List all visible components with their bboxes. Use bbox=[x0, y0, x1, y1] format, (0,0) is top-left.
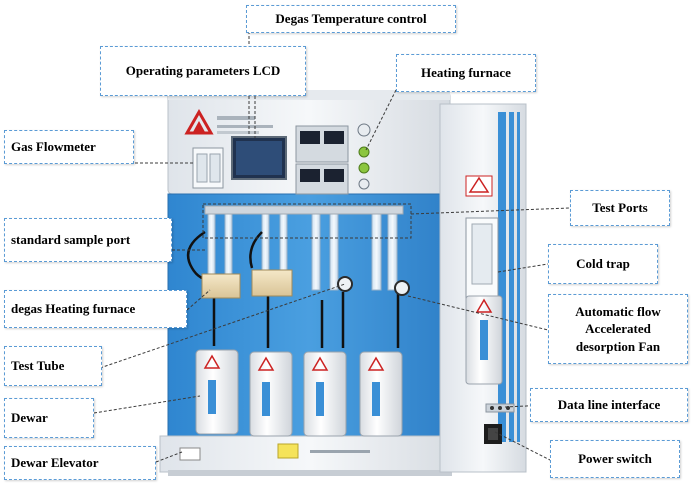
dewar-flasks bbox=[195, 349, 403, 437]
label-standard-sample-port-text: standard sample port bbox=[11, 232, 131, 248]
label-dewar: Dewar bbox=[4, 398, 94, 438]
operating-parameters-lcd-screen bbox=[231, 136, 287, 180]
label-automatic-flow-fan: Automatic flow Accelerated desorption Fa… bbox=[548, 294, 688, 364]
rear-io-panel bbox=[484, 403, 515, 444]
label-dewar-elevator-text: Dewar Elevator bbox=[11, 455, 99, 471]
label-degas-heating-furnace-text: degas Heating furnace bbox=[11, 301, 136, 317]
cold-trap-unit bbox=[465, 217, 503, 385]
label-degas-heating-furnace: degas Heating furnace bbox=[4, 290, 187, 328]
label-data-line-interface-text: Data line interface bbox=[557, 397, 661, 413]
label-standard-sample-port: standard sample port bbox=[4, 218, 172, 262]
label-heating-furnace-text: Heating furnace bbox=[421, 65, 511, 81]
label-automatic-flow-line2: Accelerated bbox=[585, 321, 651, 337]
dewar-elevator-base bbox=[179, 443, 370, 461]
label-degas-temperature-control-text: Degas Temperature control bbox=[275, 11, 427, 27]
label-cold-trap-text: Cold trap bbox=[576, 256, 630, 272]
label-operating-parameters-lcd-text: Operating parameters LCD bbox=[125, 63, 281, 79]
label-test-ports-text: Test Ports bbox=[592, 200, 648, 216]
label-power-switch: Power switch bbox=[550, 440, 680, 478]
label-automatic-flow-line1: Automatic flow bbox=[575, 303, 661, 319]
label-gas-flowmeter: Gas Flowmeter bbox=[4, 130, 134, 164]
label-degas-temperature-control: Degas Temperature control bbox=[246, 5, 456, 33]
label-test-tube-text: Test Tube bbox=[11, 358, 65, 374]
gas-flowmeter-panel bbox=[192, 147, 224, 189]
label-power-switch-text: Power switch bbox=[578, 451, 652, 467]
degas-temperature-controllers bbox=[295, 125, 349, 195]
brand-logo bbox=[184, 108, 273, 135]
label-dewar-elevator: Dewar Elevator bbox=[4, 446, 156, 480]
label-dewar-text: Dewar bbox=[11, 410, 48, 426]
label-cold-trap: Cold trap bbox=[548, 244, 658, 284]
heating-furnace-indicators bbox=[357, 123, 371, 190]
label-data-line-interface: Data line interface bbox=[530, 388, 688, 422]
warning-sticker bbox=[465, 175, 493, 197]
label-heating-furnace: Heating furnace bbox=[396, 54, 536, 92]
label-gas-flowmeter-text: Gas Flowmeter bbox=[11, 139, 96, 155]
label-test-tube: Test Tube bbox=[4, 346, 102, 386]
degas-heating-furnace-blocks bbox=[201, 269, 293, 299]
pressure-gauges bbox=[337, 276, 410, 296]
label-automatic-flow-line3: desorption Fan bbox=[575, 338, 661, 354]
label-test-ports: Test Ports bbox=[570, 190, 670, 226]
label-operating-parameters-lcd: Operating parameters LCD bbox=[100, 46, 306, 96]
